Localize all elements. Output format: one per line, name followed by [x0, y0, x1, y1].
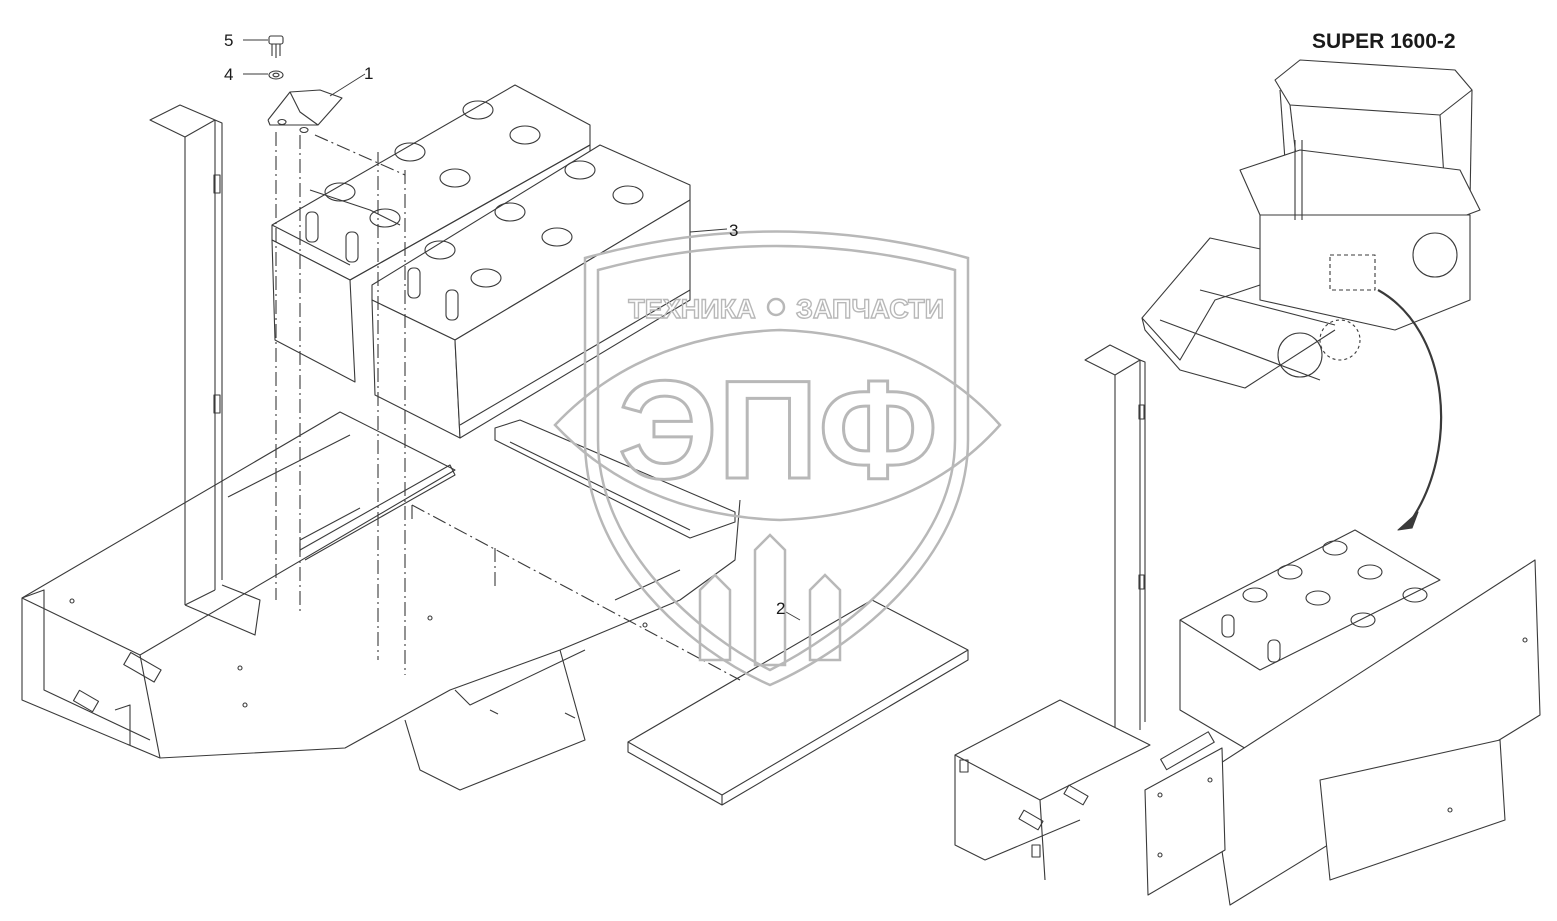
paver-machine-overview [1141, 59, 1481, 389]
detail-arrow [1377, 289, 1443, 531]
support-rail [494, 419, 736, 539]
watermark-logo-text: ЭПФ [618, 351, 938, 508]
watermark-text-left: ТЕХНИКА [628, 294, 755, 324]
battery-base-frame [21, 411, 741, 791]
callout-4: 4 [224, 65, 233, 84]
callout-1: 1 [364, 64, 373, 83]
watermark [553, 230, 1002, 687]
battery-right [371, 144, 691, 439]
watermark-text-right: ЗАПЧАСТИ [796, 294, 944, 324]
installed-view [954, 344, 1541, 906]
washer [268, 70, 284, 80]
callout-3: 3 [729, 221, 738, 240]
callout-5: 5 [224, 31, 233, 50]
assembly-lines [275, 132, 741, 681]
battery-clamp [267, 89, 343, 134]
mounting-post [149, 104, 261, 636]
callout-2: 2 [776, 599, 785, 618]
bolt [268, 35, 284, 58]
callout-leaders [243, 39, 801, 621]
battery-left [271, 84, 591, 383]
rubber-pad [627, 599, 969, 806]
model-title: SUPER 1600-2 [1312, 30, 1456, 53]
